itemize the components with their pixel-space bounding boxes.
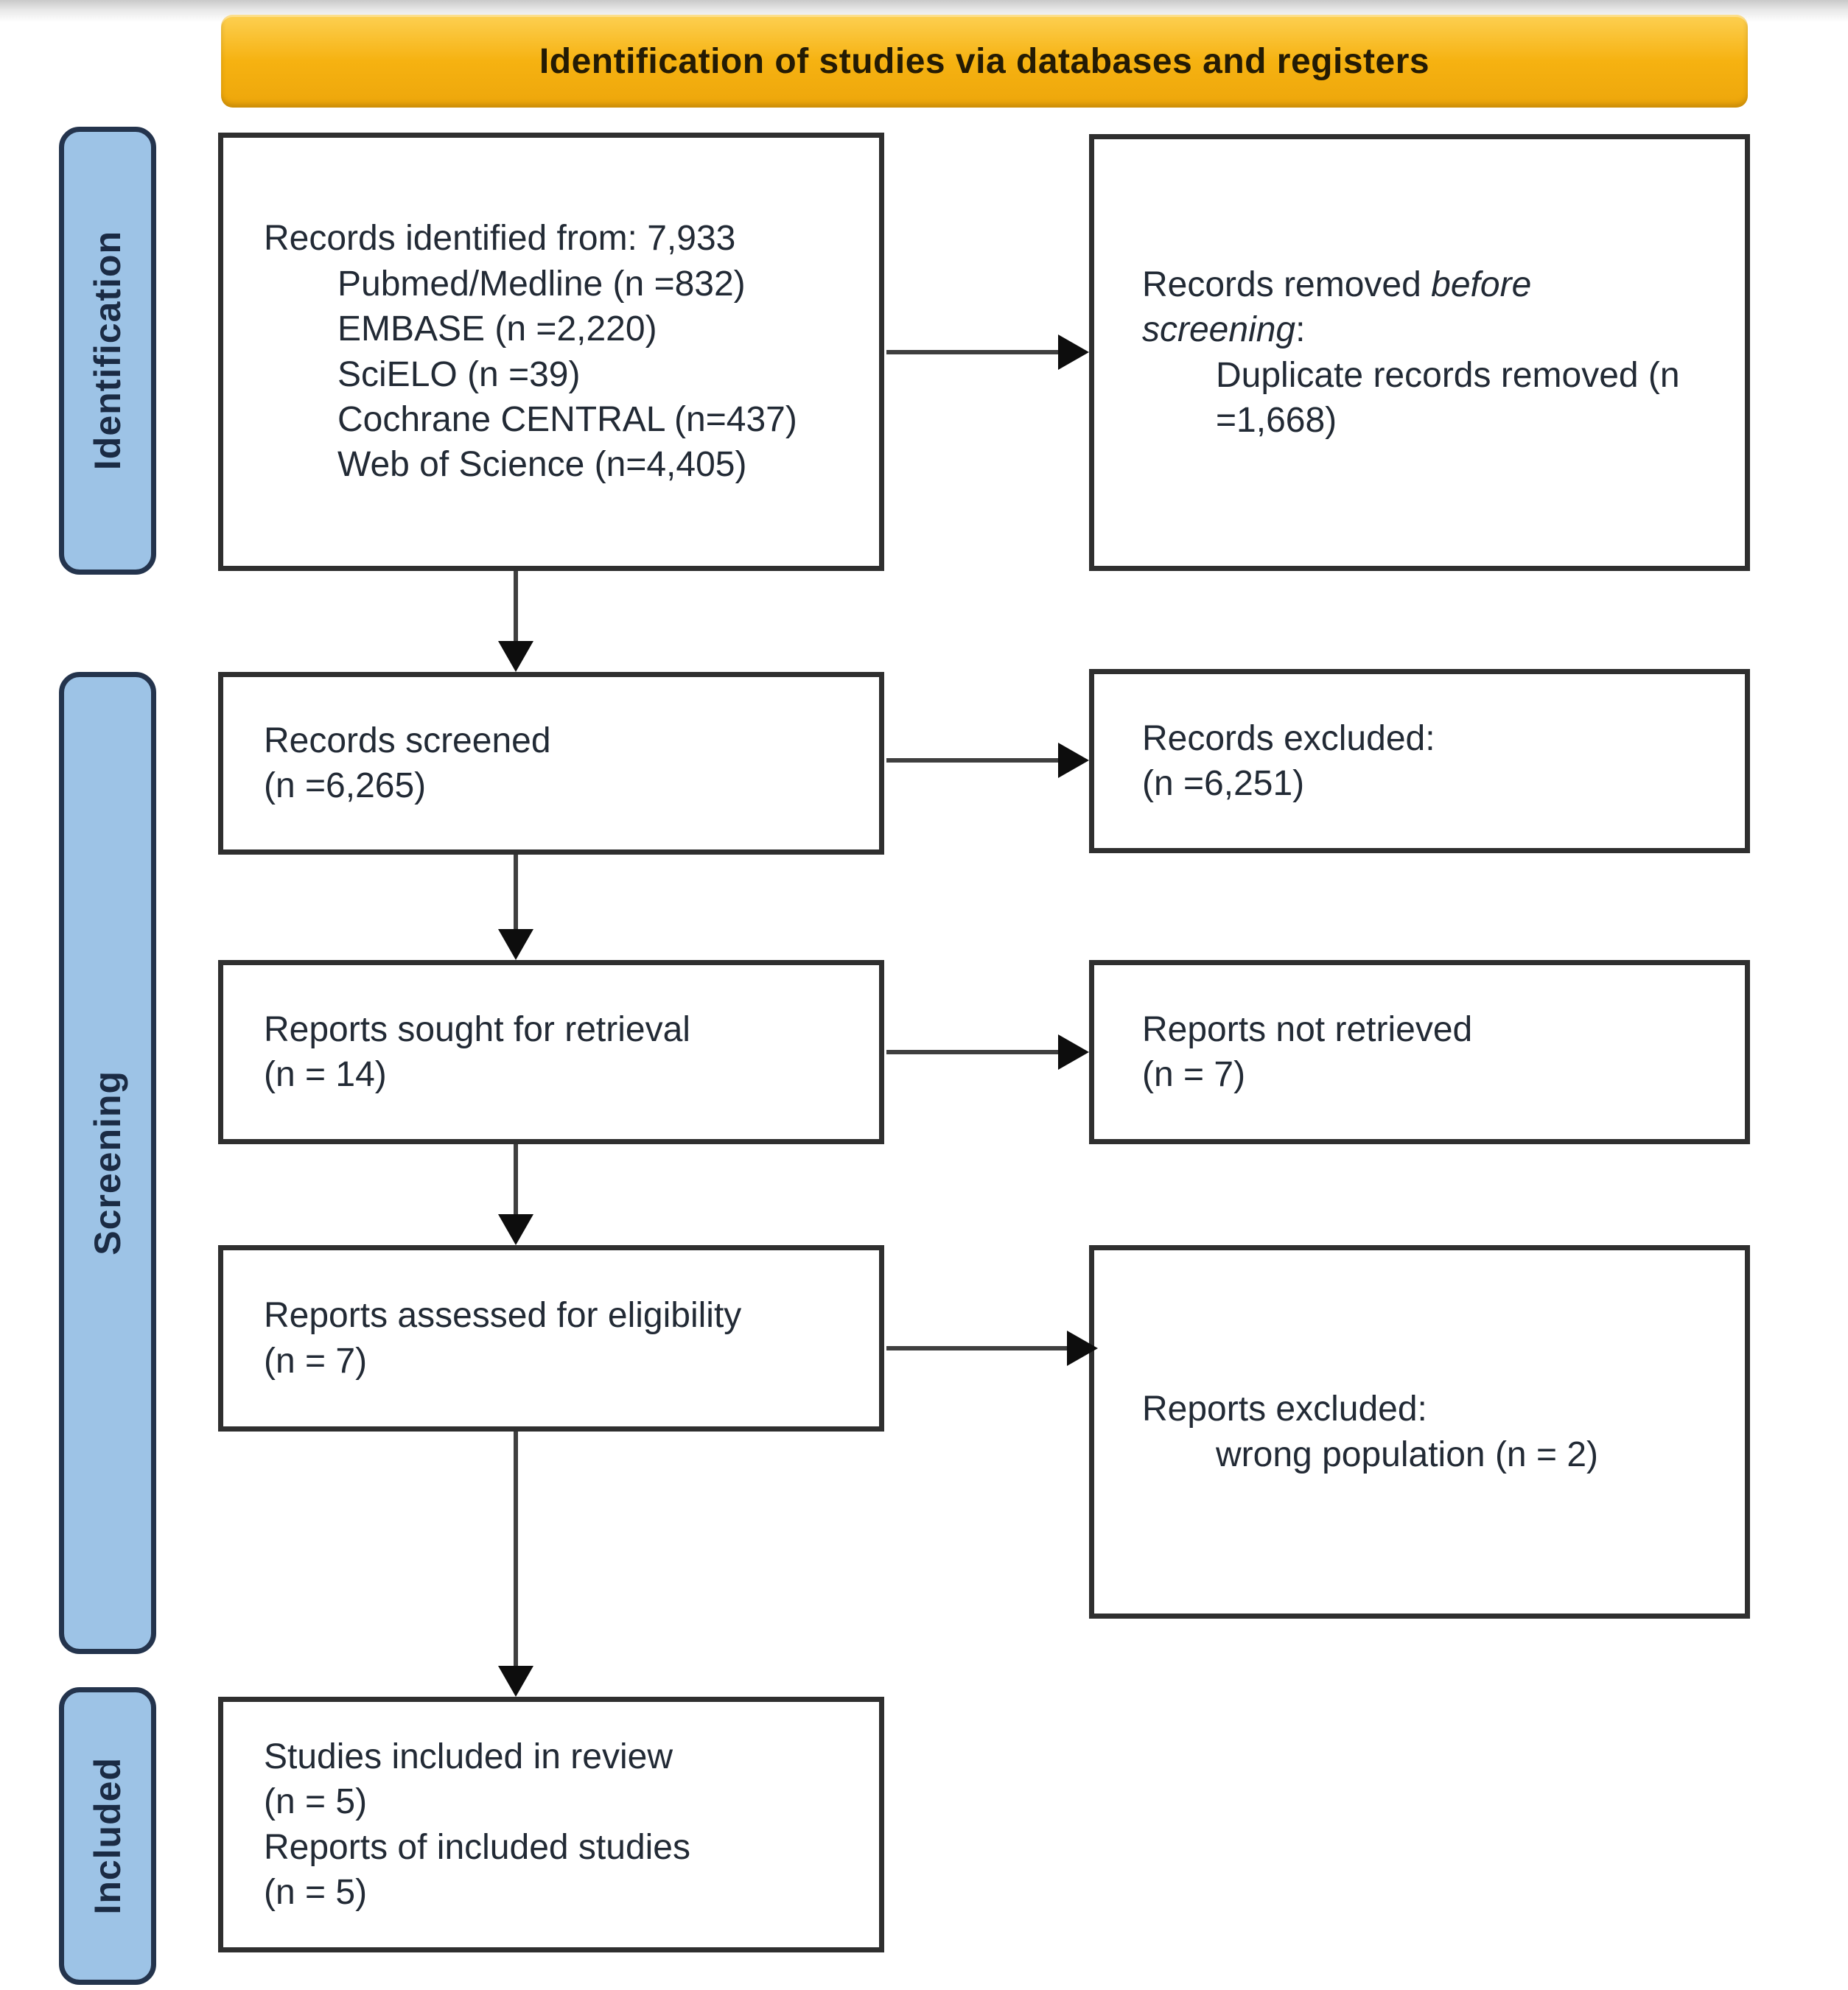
- stage-screening-label: Screening: [87, 1071, 128, 1255]
- stage-identification: Identification: [59, 127, 156, 575]
- arrow-shaft: [886, 1346, 1073, 1350]
- arrow-shaft: [514, 1432, 518, 1672]
- arrow-head-icon: [1058, 743, 1089, 778]
- source-web-of-science: Web of Science (n=4,405): [337, 445, 747, 485]
- arrow-shaft: [886, 758, 1064, 763]
- reports-excluded-title: Reports excluded:: [1142, 1390, 1427, 1429]
- arrow-shaft: [886, 1050, 1064, 1054]
- records-removed-pre: Records removed: [1142, 264, 1432, 304]
- banner: Identification of studies via databases …: [221, 15, 1748, 108]
- arrow-sought-to-assessed: [498, 1144, 533, 1245]
- records-removed-italic: before screening: [1142, 264, 1532, 350]
- arrow-head-icon: [498, 641, 533, 672]
- arrow-shaft: [514, 1144, 518, 1220]
- studies-included-line3: Reports of included studies: [264, 1827, 690, 1867]
- studies-included-line4: (n = 5): [264, 1872, 368, 1912]
- arrow-screened-to-sought: [498, 855, 533, 960]
- studies-included-line2: (n = 5): [264, 1782, 368, 1822]
- arrow-shaft: [514, 571, 518, 647]
- arrow-assessed-to-reports-excluded: [886, 1331, 1098, 1366]
- arrow-head-icon: [1058, 1034, 1089, 1070]
- records-removed-detail: Duplicate records removed (n =1,668): [1216, 355, 1680, 440]
- stage-screening: Screening: [59, 672, 156, 1654]
- stage-included: Included: [59, 1687, 156, 1985]
- records-removed-title: Records removed before screening:: [1142, 262, 1658, 353]
- box-reports-not-retrieved: Reports not retrieved (n = 7): [1089, 960, 1750, 1144]
- stage-identification-label: Identification: [87, 231, 128, 471]
- records-screened-line1: Records screened: [264, 721, 551, 760]
- reports-assessed-line2: (n = 7): [264, 1341, 368, 1381]
- banner-title: Identification of studies via databases …: [539, 41, 1430, 81]
- box-reports-assessed: Reports assessed for eligibility (n = 7): [218, 1245, 884, 1432]
- box-records-screened: Records screened (n =6,265): [218, 672, 884, 855]
- arrow-head-icon: [498, 929, 533, 960]
- box-records-excluded: Records excluded: (n =6,251): [1089, 669, 1750, 853]
- reports-sought-line2: (n = 14): [264, 1055, 387, 1094]
- box-studies-included: Studies included in review (n = 5) Repor…: [218, 1697, 884, 1952]
- records-removed-post: :: [1295, 310, 1306, 350]
- box-reports-excluded: Reports excluded: wrong population (n = …: [1089, 1245, 1750, 1619]
- arrow-head-icon: [1067, 1331, 1098, 1366]
- arrow-head-icon: [498, 1214, 533, 1245]
- box-records-identified: Records identified from: 7,933 Pubmed/Me…: [218, 133, 884, 571]
- reports-not-retrieved-line2: (n = 7): [1142, 1055, 1246, 1094]
- source-pubmed: Pubmed/Medline (n =832): [337, 264, 746, 304]
- records-excluded-line2: (n =6,251): [1142, 764, 1305, 803]
- arrow-shaft: [886, 350, 1064, 354]
- arrow-sought-to-not-retrieved: [886, 1034, 1089, 1070]
- records-identified-title: Records identified from: 7,933: [264, 219, 736, 259]
- source-scielo: SciELO (n =39): [337, 354, 581, 394]
- arrow-identified-to-removed: [886, 334, 1089, 370]
- reports-not-retrieved-line1: Reports not retrieved: [1142, 1009, 1473, 1049]
- arrow-screened-to-excluded: [886, 743, 1089, 778]
- arrow-identified-to-screened: [498, 571, 533, 672]
- source-embase: EMBASE (n =2,220): [337, 309, 657, 349]
- box-reports-sought: Reports sought for retrieval (n = 14): [218, 960, 884, 1144]
- records-excluded-line1: Records excluded:: [1142, 718, 1435, 758]
- arrow-shaft: [514, 855, 518, 935]
- arrow-head-icon: [498, 1666, 533, 1697]
- records-screened-line2: (n =6,265): [264, 766, 427, 805]
- box-records-removed: Records removed before screening: Duplic…: [1089, 134, 1750, 571]
- source-cochrane: Cochrane CENTRAL (n=437): [337, 399, 797, 439]
- arrow-head-icon: [1058, 334, 1089, 370]
- reports-assessed-line1: Reports assessed for eligibility: [264, 1296, 742, 1336]
- reports-excluded-detail: wrong population (n = 2): [1216, 1434, 1598, 1474]
- studies-included-line1: Studies included in review: [264, 1737, 673, 1776]
- arrow-assessed-to-included: [498, 1432, 533, 1697]
- reports-sought-line1: Reports sought for retrieval: [264, 1009, 690, 1049]
- stage-included-label: Included: [87, 1757, 128, 1915]
